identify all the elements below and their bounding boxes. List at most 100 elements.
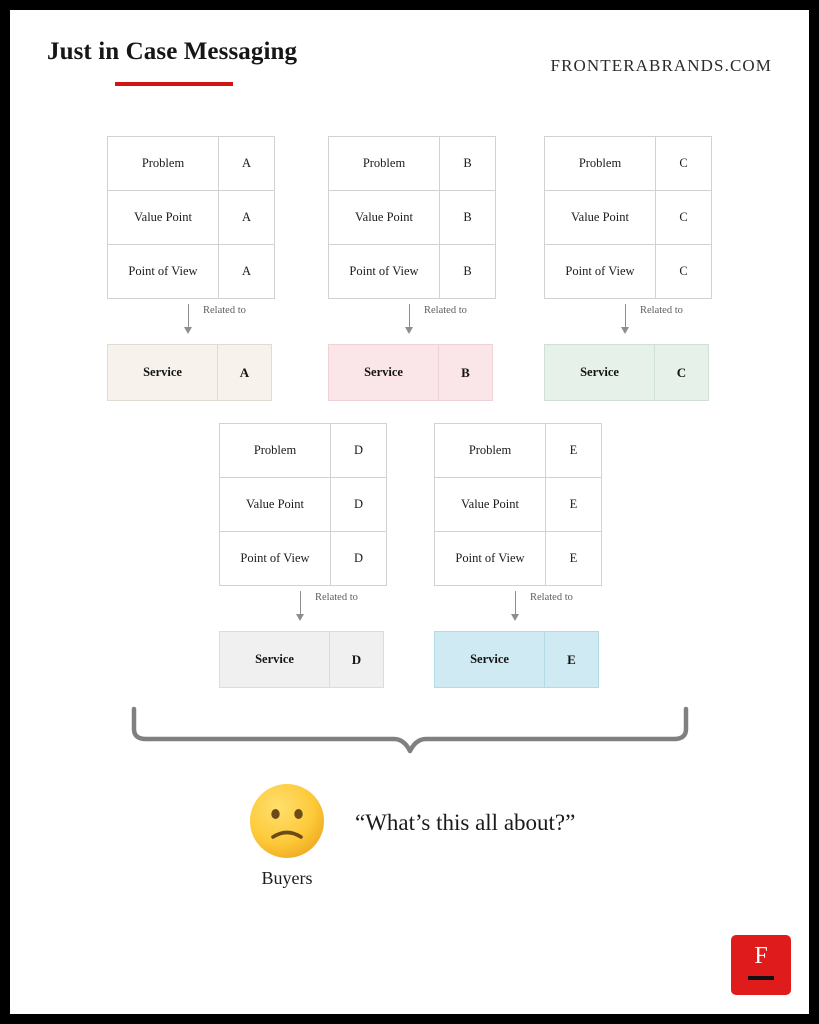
arrow-line-icon — [300, 591, 301, 617]
cluster-c: Problem C Value Point C Point of View C … — [544, 136, 712, 401]
audience-label: Buyers — [261, 868, 313, 888]
table-row: Point of View C — [544, 244, 712, 299]
arrow-down-icon — [511, 614, 519, 621]
service-name-e: Service — [435, 632, 545, 687]
row-value-problem: B — [439, 136, 496, 191]
service-bar-d: Service D — [219, 631, 384, 688]
arrow-down-icon — [296, 614, 304, 621]
row-value-point-of-view: E — [545, 531, 602, 586]
row-label-point-of-view: Point of View — [107, 244, 219, 299]
arrow-down-icon — [405, 327, 413, 334]
row-label-problem: Problem — [219, 423, 331, 478]
row-value-value-point: C — [655, 190, 712, 245]
service-bar-b: Service B — [328, 344, 493, 401]
row-label-point-of-view: Point of View — [434, 531, 546, 586]
row-label-value-point: Value Point — [107, 190, 219, 245]
pvp-table-e: Problem E Value Point E Point of View E — [434, 423, 602, 586]
row-label-point-of-view: Point of View — [544, 244, 656, 299]
service-bar-c: Service C — [544, 344, 709, 401]
service-bar-a: Service A — [107, 344, 272, 401]
pvp-table-a: Problem A Value Point A Point of View A — [107, 136, 275, 299]
connector-label-c: Related to — [640, 305, 683, 316]
row-label-point-of-view: Point of View — [328, 244, 440, 299]
connector-label-d: Related to — [315, 592, 358, 603]
service-letter-e: E — [567, 651, 576, 667]
service-letter-a: A — [239, 364, 250, 380]
row-value-problem: E — [545, 423, 602, 478]
row-value-value-point: D — [330, 477, 387, 532]
row-label-value-point: Value Point — [328, 190, 440, 245]
row-label-value-point: Value Point — [434, 477, 546, 532]
table-row: Point of View B — [328, 244, 496, 299]
row-value-point-of-view: A — [218, 244, 275, 299]
service-bar-e: Service E — [434, 631, 599, 688]
confused-face-emoji-icon — [250, 784, 324, 858]
row-label-value-point: Value Point — [219, 477, 331, 532]
slide-canvas: Just in Case Messaging FRONTERABRANDS.CO… — [10, 10, 809, 1014]
row-value-problem: D — [330, 423, 387, 478]
table-row: Point of View E — [434, 531, 602, 586]
cluster-b: Problem B Value Point B Point of View B … — [328, 136, 496, 401]
row-label-problem: Problem — [544, 136, 656, 191]
logo-underline-rule — [748, 976, 774, 980]
grouping-brace-icon — [131, 706, 689, 754]
arrow-line-icon — [188, 304, 189, 330]
arrow-line-icon — [409, 304, 410, 330]
cluster-a: Problem A Value Point A Point of View A … — [107, 136, 275, 401]
row-value-value-point: E — [545, 477, 602, 532]
table-row: Problem B — [328, 136, 496, 191]
row-value-problem: A — [218, 136, 275, 191]
service-letter-c: C — [676, 364, 687, 380]
brand-logo: F — [731, 935, 791, 995]
table-row: Value Point B — [328, 190, 496, 245]
table-row: Value Point C — [544, 190, 712, 245]
arrow-down-icon — [621, 327, 629, 334]
arrow-line-icon — [515, 591, 516, 617]
cluster-e: Problem E Value Point E Point of View E … — [434, 423, 602, 688]
connector-label-e: Related to — [530, 592, 573, 603]
row-value-value-point: B — [439, 190, 496, 245]
service-name-a: Service — [108, 345, 218, 400]
row-label-problem: Problem — [434, 423, 546, 478]
connector-a: Related to — [107, 299, 272, 344]
site-url-label: FRONTERABRANDS.COM — [550, 56, 772, 75]
audience-quote: “What’s this all about?” — [355, 810, 576, 835]
arrow-down-icon — [184, 327, 192, 334]
logo-letter: F — [754, 943, 768, 969]
service-name-d: Service — [220, 632, 330, 687]
connector-label-b: Related to — [424, 305, 467, 316]
title-underline-rule — [115, 82, 233, 86]
row-value-point-of-view: D — [330, 531, 387, 586]
pvp-table-b: Problem B Value Point B Point of View B — [328, 136, 496, 299]
table-row: Problem E — [434, 423, 602, 478]
row-label-problem: Problem — [107, 136, 219, 191]
table-row: Value Point A — [107, 190, 275, 245]
service-letter-b: B — [461, 364, 470, 380]
service-name-b: Service — [329, 345, 439, 400]
row-value-problem: C — [655, 136, 712, 191]
row-label-problem: Problem — [328, 136, 440, 191]
connector-b: Related to — [328, 299, 493, 344]
audience-group: Buyers — [232, 782, 342, 889]
arrow-line-icon — [625, 304, 626, 330]
service-name-c: Service — [545, 345, 655, 400]
page-title: Just in Case Messaging — [47, 38, 298, 65]
row-label-value-point: Value Point — [544, 190, 656, 245]
table-row: Problem C — [544, 136, 712, 191]
connector-label-a: Related to — [203, 305, 246, 316]
table-row: Problem A — [107, 136, 275, 191]
table-row: Point of View A — [107, 244, 275, 299]
connector-d: Related to — [219, 586, 384, 631]
pvp-table-c: Problem C Value Point C Point of View C — [544, 136, 712, 299]
table-row: Value Point D — [219, 477, 387, 532]
row-label-point-of-view: Point of View — [219, 531, 331, 586]
table-row: Point of View D — [219, 531, 387, 586]
pvp-table-d: Problem D Value Point D Point of View D — [219, 423, 387, 586]
connector-c: Related to — [544, 299, 709, 344]
table-row: Problem D — [219, 423, 387, 478]
cluster-d: Problem D Value Point D Point of View D … — [219, 423, 387, 688]
connector-e: Related to — [434, 586, 599, 631]
row-value-point-of-view: C — [655, 244, 712, 299]
service-letter-d: D — [351, 651, 362, 667]
row-value-value-point: A — [218, 190, 275, 245]
